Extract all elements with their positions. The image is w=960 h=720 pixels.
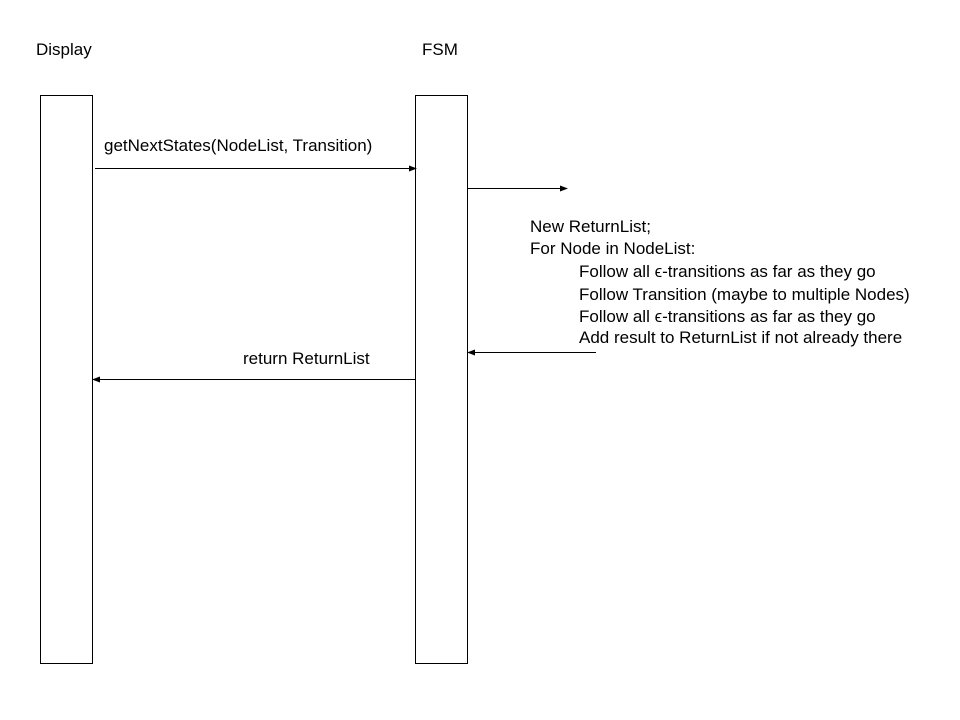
return-message-label: return ReturnList [243,349,370,368]
display-lifeline [40,95,93,664]
fsm-lifeline [415,95,468,664]
participant-label-display: Display [36,40,92,59]
call-arrow [95,165,417,172]
self-call-arrow [468,185,568,192]
return-arrow [92,376,415,383]
note-line: Follow Transition (maybe to multiple Nod… [579,285,910,304]
call-message-label: getNextStates(NodeList, Transition) [104,136,373,155]
participant-label-fsm: FSM [422,40,458,59]
note-line: Follow all ϵ-transitions as far as they … [579,262,876,281]
self-return-arrow [467,349,596,356]
note-line: For Node in NodeList: [530,239,696,258]
note-line: Add result to ReturnList if not already … [579,328,903,347]
note-line: Follow all ϵ-transitions as far as they … [579,307,876,326]
note-line: New ReturnList; [530,217,651,236]
